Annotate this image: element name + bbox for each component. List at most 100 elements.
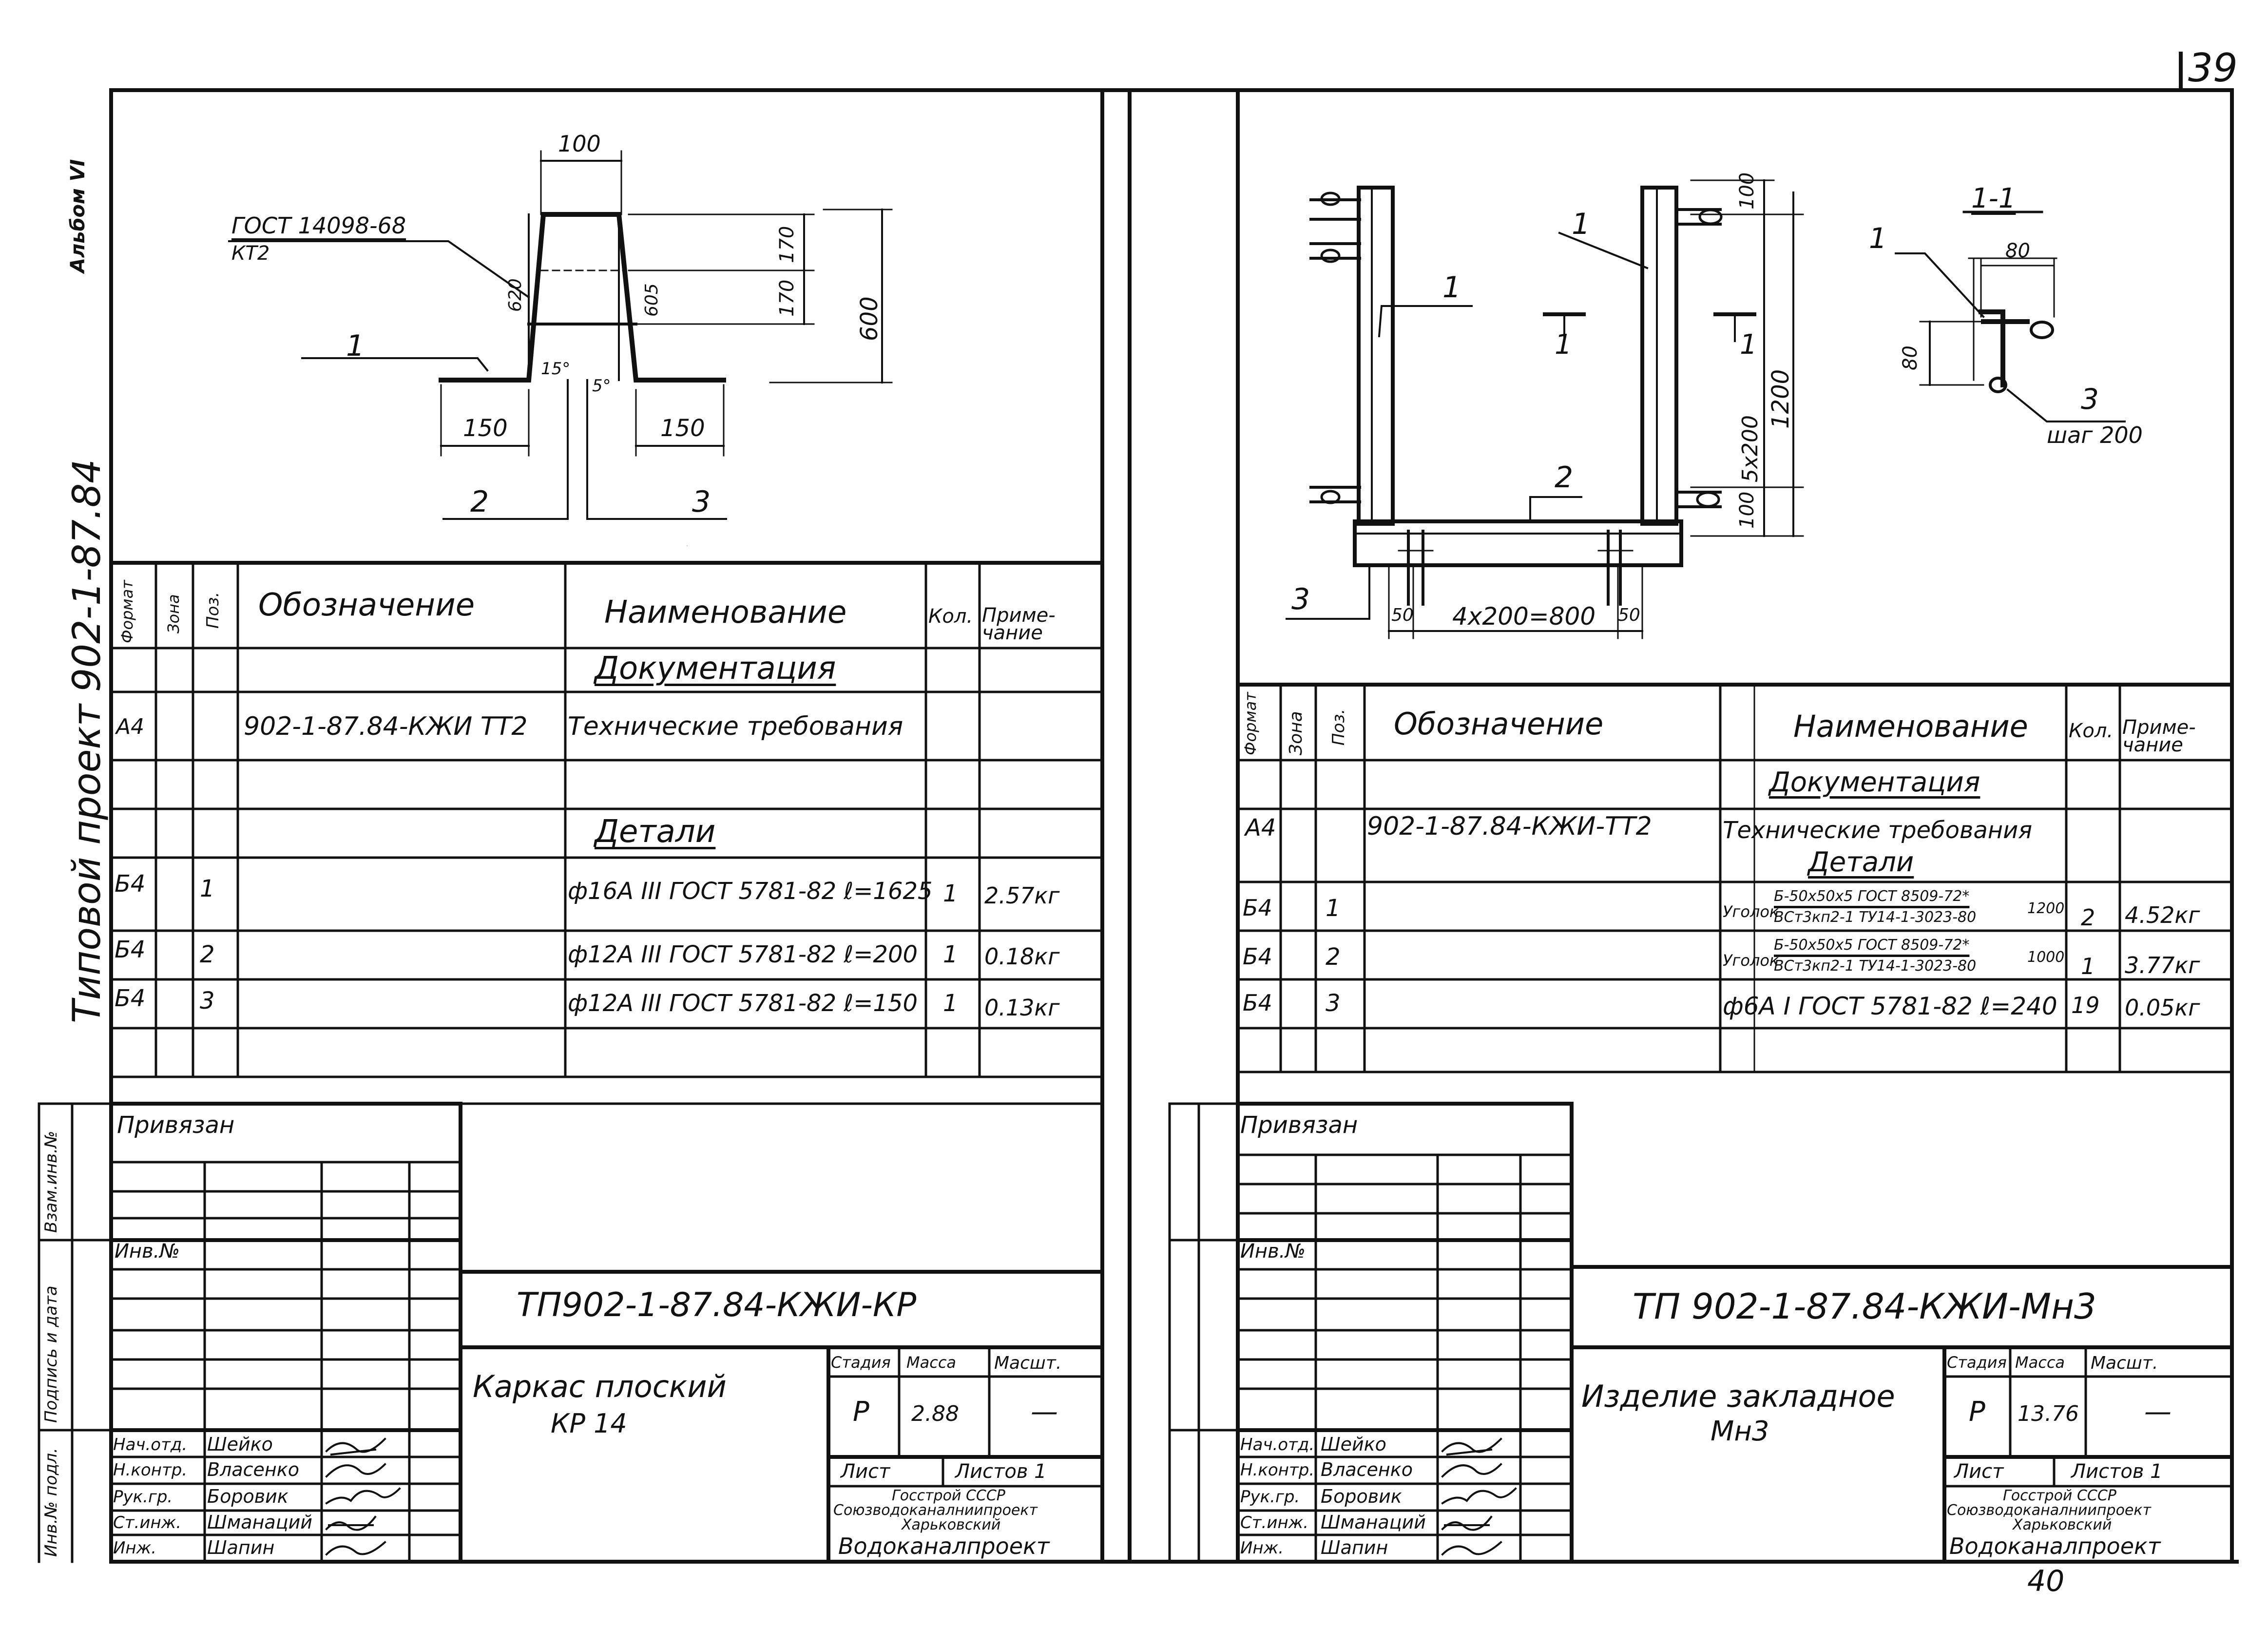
- pos-3-label: 3: [692, 485, 711, 519]
- row-name-bottom: ВСт3кп2-1 ТУ14-1-3023-80: [1774, 909, 1977, 926]
- dim-170-b: 170: [776, 279, 798, 317]
- privyazan-label: Привязан: [1240, 1111, 1358, 1139]
- stamp-label-vzam: Взам.инв.№: [41, 1130, 61, 1233]
- org-line-3: Харьковский: [2013, 1516, 2112, 1533]
- org-line-4: Водоканалпроект: [838, 1533, 1050, 1559]
- row-format: Б4: [115, 936, 146, 963]
- hdr-pos: Поз.: [203, 592, 223, 629]
- row-pos: 3: [1326, 990, 1341, 1017]
- document-title: Каркас плоский: [473, 1369, 727, 1404]
- org-line-2: Союзводоканалниипроект: [833, 1502, 1038, 1519]
- staff-role: Рук.гр.: [1240, 1487, 1300, 1507]
- document-title-sub: КР 14: [551, 1408, 627, 1439]
- hdr-designation: Обозначение: [1394, 706, 1604, 742]
- doc-format: А4: [116, 714, 145, 739]
- row-length: 1000: [2027, 949, 2065, 966]
- sheet-frames: [109, 52, 2239, 1564]
- gost-callout: ГОСТ 14098-68: [231, 212, 406, 239]
- stamp-label-podpis: Подпись и дата: [41, 1285, 61, 1423]
- frame-kr14-drawing: [228, 150, 893, 520]
- privyazan-label: Привязан: [117, 1111, 235, 1139]
- row-format: Б4: [1243, 990, 1272, 1016]
- hdr-name: Наименование: [604, 594, 847, 631]
- signatures-right: [1441, 1437, 1517, 1556]
- inv-no-label: Инв.№: [1240, 1240, 1306, 1263]
- dim-1200: 1200: [1767, 369, 1794, 429]
- row-format: Б4: [1243, 895, 1272, 921]
- dim-100-bottom: 100: [1736, 491, 1758, 529]
- dim-600: 600: [856, 296, 883, 341]
- section-dim-80-h: 80: [1899, 345, 1922, 370]
- row-format: Б4: [115, 870, 146, 898]
- stage-value: Р: [1969, 1396, 1985, 1428]
- dim-605: 605: [642, 283, 662, 317]
- row-length: 1200: [2027, 900, 2065, 917]
- row-qty: 19: [2071, 992, 2100, 1018]
- document-code: ТП 902-1-87.84-КЖИ-Мн3: [1633, 1286, 2096, 1327]
- margin-album: Альбом VI: [67, 159, 89, 273]
- org-line-1: Госстрой СССР: [892, 1487, 1005, 1504]
- document-title-sub: Мн3: [1711, 1416, 1769, 1447]
- staff-role: Н.контр.: [1240, 1460, 1315, 1480]
- pos-2-label: 2: [470, 485, 489, 519]
- dim-5x200: 5x200: [1738, 415, 1763, 482]
- row-pos: 1: [1326, 895, 1341, 922]
- left-spec-grid: [109, 561, 1104, 1105]
- doc-format: А4: [1245, 814, 1276, 842]
- hdr-format: Формат: [118, 580, 136, 643]
- pos-1-label: 1: [346, 329, 365, 363]
- angle-5: 5°: [592, 376, 611, 396]
- row-note: 2.57кг: [984, 882, 1060, 909]
- staff-name: Шманаций: [207, 1512, 312, 1533]
- row-name: ф16А III ГОСТ 5781-82 ℓ=1625: [568, 878, 933, 905]
- pos-2: 2: [1555, 460, 1574, 495]
- staff-name: Шейко: [207, 1434, 273, 1455]
- row-qty: 1: [943, 880, 958, 907]
- section-documentation: Документация: [1769, 766, 1980, 798]
- row-name: ф12А III ГОСТ 5781-82 ℓ=150: [568, 990, 918, 1017]
- staff-role: Нач.отд.: [1240, 1435, 1315, 1455]
- page-number-bottom: 40: [2027, 1564, 2065, 1598]
- pos-1-right: 1: [1572, 207, 1591, 241]
- staff-role: Рук.гр.: [113, 1487, 173, 1507]
- dim-4x200: 4x200=800: [1452, 602, 1596, 631]
- row-name-top: Б-50x50x5 ГОСТ 8509-72*: [1774, 888, 1970, 905]
- mass-value: 13.76: [2018, 1401, 2079, 1426]
- staff-role: Ст.инж.: [113, 1513, 182, 1532]
- document-title: Изделие закладное: [1581, 1378, 1895, 1414]
- staff-name: Власенко: [207, 1459, 299, 1480]
- row-note: 0.05кг: [2125, 995, 2200, 1021]
- staff-name: Шманаций: [1321, 1512, 1426, 1533]
- hdr-designation: Обозначение: [258, 587, 475, 623]
- section-pos-3: 3: [2081, 383, 2099, 416]
- doc-designation: 902-1-87.84-КЖИ ТТ2: [244, 712, 528, 741]
- staff-name: Шапин: [1321, 1537, 1388, 1558]
- staff-role: Н.контр.: [113, 1460, 188, 1480]
- dim-150-right: 150: [660, 415, 705, 442]
- row-qty: 1: [943, 941, 958, 968]
- sheets-header: Листов 1: [2071, 1460, 2163, 1483]
- sheet-header: Лист: [841, 1460, 890, 1483]
- staff-name: Шапин: [207, 1537, 275, 1558]
- org-line-2: Союзводоканалниипроект: [1947, 1502, 2151, 1519]
- hdr-qty: Кол.: [2069, 720, 2114, 742]
- org-line-1: Госстрой СССР: [2003, 1487, 2116, 1504]
- hdr-name: Наименование: [1793, 708, 2028, 744]
- document-code: ТП902-1-87.84-КЖИ-КР: [517, 1286, 917, 1324]
- staff-name: Власенко: [1321, 1459, 1413, 1480]
- row-format: Б4: [115, 985, 146, 1012]
- row-prefix: Уголок: [1723, 951, 1779, 970]
- cut-mark-right: 1: [1740, 329, 1757, 361]
- mass-value: 2.88: [911, 1401, 959, 1426]
- row-format: Б4: [1243, 943, 1272, 970]
- row-qty: 1: [943, 990, 958, 1017]
- stamp-label-inv: Инв.№ подл.: [41, 1448, 61, 1557]
- row-pos: 2: [1326, 943, 1341, 971]
- right-spec-grid: [1236, 683, 2234, 1073]
- gost-callout-sub: КТ2: [231, 242, 270, 265]
- inv-no-label: Инв.№: [115, 1240, 180, 1263]
- section-dim-80-w: 80: [2005, 240, 2030, 262]
- row-note: 0.18кг: [984, 943, 1060, 970]
